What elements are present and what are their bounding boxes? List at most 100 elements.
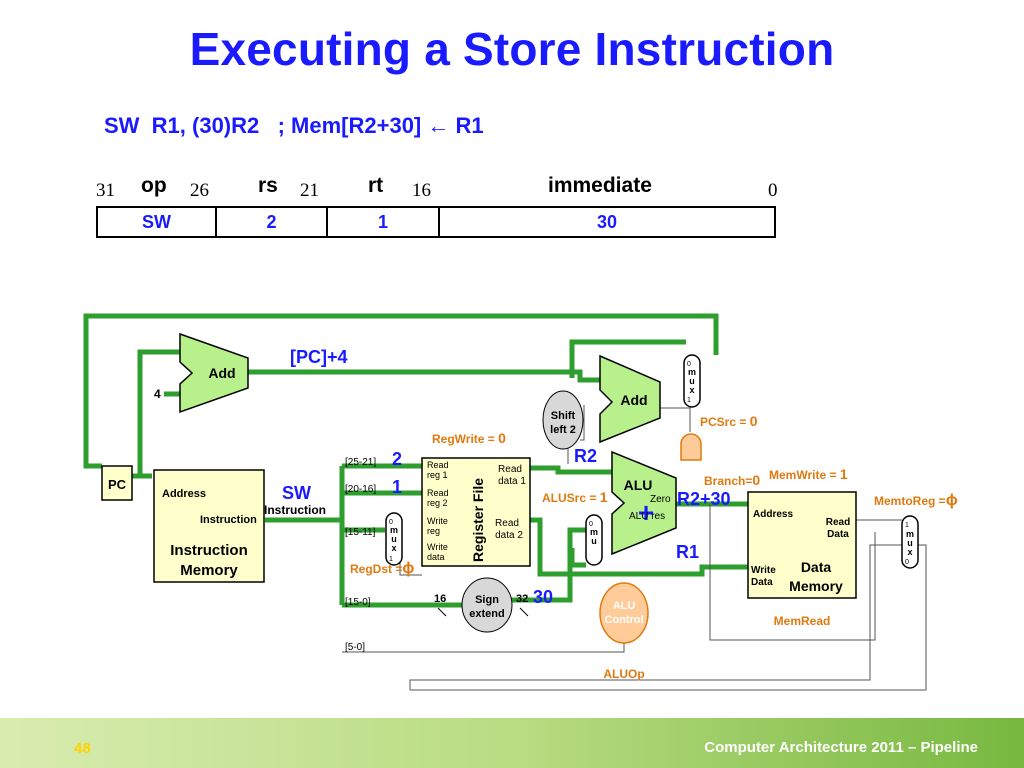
pc-mux [683, 354, 701, 408]
dmem-name-2: Memory [789, 578, 843, 594]
bits-25-21-label: [25-21] [345, 457, 376, 468]
regdst-mux-1: 1 [389, 556, 393, 563]
pc-plus-4-label: [PC]+4 [290, 347, 348, 367]
instruction-label: Instruction [264, 503, 326, 517]
memtoreg-signal: MemtoReg =ϕ [874, 492, 958, 509]
r1-label: R1 [676, 542, 699, 562]
dmem-write-data-a: Write [751, 565, 776, 576]
memread-signal: MemRead [774, 614, 831, 628]
add2-label: Add [620, 392, 647, 408]
writeback-wire [409, 544, 902, 690]
rf-read-data2-b: data 2 [495, 530, 523, 541]
pc-mux-x: x [689, 385, 694, 395]
regdst-mux-0: 0 [389, 519, 393, 526]
alu-control-label-1: ALU [613, 600, 636, 612]
alu-zero-port: Zero [650, 494, 671, 505]
instruction-memory [153, 469, 265, 583]
dmem-address: Address [753, 509, 793, 520]
pc-to-adder-wire [137, 349, 180, 476]
se-mux-wire [569, 548, 586, 568]
register-file-name: Register File [470, 478, 486, 562]
rf-read-data1-a: Read [498, 464, 522, 475]
left-arrow-icon: ← [427, 113, 450, 138]
field-name-immediate: immediate [548, 174, 652, 197]
regdst-mux [385, 512, 403, 566]
footer-bar [0, 718, 1024, 768]
pc-feedback-wire [83, 313, 719, 469]
dmem-name-1: Data [801, 559, 832, 575]
bit-number-21: 21 [300, 180, 319, 201]
rf-write-reg-a: Write [427, 516, 448, 526]
alu [611, 450, 677, 556]
regdst-mux-x: x [391, 543, 396, 553]
bit-number-0: 0 [768, 180, 778, 201]
r2-label: R2 [574, 446, 597, 466]
dmem-read-data-b: Data [827, 529, 849, 540]
bit-number-16: 16 [412, 180, 431, 201]
regdst-mux-m: m [390, 525, 398, 535]
sign-extend [461, 577, 513, 633]
memtoreg-mux-u: u [907, 538, 913, 548]
active-wires [83, 313, 748, 608]
bits-15-11-label: [15-11] [345, 527, 376, 538]
pc-mux-0: 0 [687, 361, 691, 368]
add2-to-mux-wire [660, 407, 691, 432]
field-value-op: SW [98, 208, 217, 236]
immediate-30-label: 30 [533, 587, 553, 607]
pc-label: PC [108, 477, 127, 492]
pc4-to-mux-wire [569, 339, 686, 378]
pc-adder [179, 332, 249, 414]
memtoreg-mux [901, 515, 919, 569]
field-value-rt: 1 [328, 208, 440, 236]
rf-read-reg1-b: reg 1 [427, 470, 448, 480]
pc-register [101, 465, 133, 501]
imem-name-2: Memory [180, 562, 238, 579]
bit-number-31: 31 [96, 180, 115, 201]
alusrc-mux-0: 0 [589, 521, 593, 528]
constant-four: 4 [154, 387, 161, 401]
bits-20-16-label: [20-16] [345, 484, 376, 495]
alusrc-mux [585, 514, 603, 566]
data-memory [747, 491, 857, 599]
regwrite-signal: RegWrite = 0 [432, 430, 506, 446]
branch-signal: Branch=0 [704, 472, 760, 488]
funct-wire [342, 630, 625, 653]
bus-width-tick-32 [519, 607, 529, 617]
shift-left-2 [542, 390, 584, 450]
subtitle-text: SW R1, (30)R2 ; Mem[R2+30] [104, 113, 428, 138]
rf-read-reg2-b: reg 2 [427, 498, 448, 508]
pc4-to-add2-wire [562, 369, 600, 383]
imem-name-1: Instruction [170, 542, 248, 559]
rs-value-label: 2 [392, 449, 402, 469]
memtoreg-output-wire [410, 544, 927, 691]
page-number: 48 [74, 740, 91, 757]
rf-read-reg1-a: Read [427, 460, 449, 470]
r2-plus-30-label: R2+30 [677, 489, 731, 509]
add1-label: Add [208, 365, 235, 381]
alu-control-label-2: Control [604, 614, 643, 626]
pc-mux-u: u [689, 376, 695, 386]
shift-to-add2-wire [580, 405, 585, 441]
instruction-subtitle: SW R1, (30)R2 ; Mem[R2+30] ← R1 [104, 113, 484, 139]
aluop-signal: ALUOp [603, 667, 644, 681]
bits-16-label: 16 [434, 593, 446, 605]
bits-32-label: 32 [516, 593, 528, 605]
rf-write-data-b: data [427, 552, 445, 562]
alu-bypass-wire [709, 504, 876, 641]
shift-label-2: left 2 [550, 424, 576, 436]
rf-write-reg-b: reg [427, 526, 440, 536]
dmem-read-data-a: Read [826, 517, 850, 528]
plus-icon: + [638, 497, 654, 528]
pc-mux-m: m [688, 367, 696, 377]
subtitle-text-end: R1 [449, 113, 484, 138]
footer-text: Computer Architecture 2011 – Pipeline [704, 739, 978, 756]
pc-mux-1: 1 [687, 397, 691, 404]
bus-width-tick-16 [437, 607, 447, 617]
field-name-rs: rs [258, 174, 278, 197]
instruction-format-box: SW 2 1 30 [96, 206, 776, 238]
memtoreg-mux-x: x [907, 547, 912, 557]
rf-read-reg2-a: Read [427, 488, 449, 498]
rf-read-data1-b: data 1 [498, 476, 526, 487]
alusrc-mux-m: m [590, 527, 598, 537]
field-value-rs: 2 [217, 208, 328, 236]
